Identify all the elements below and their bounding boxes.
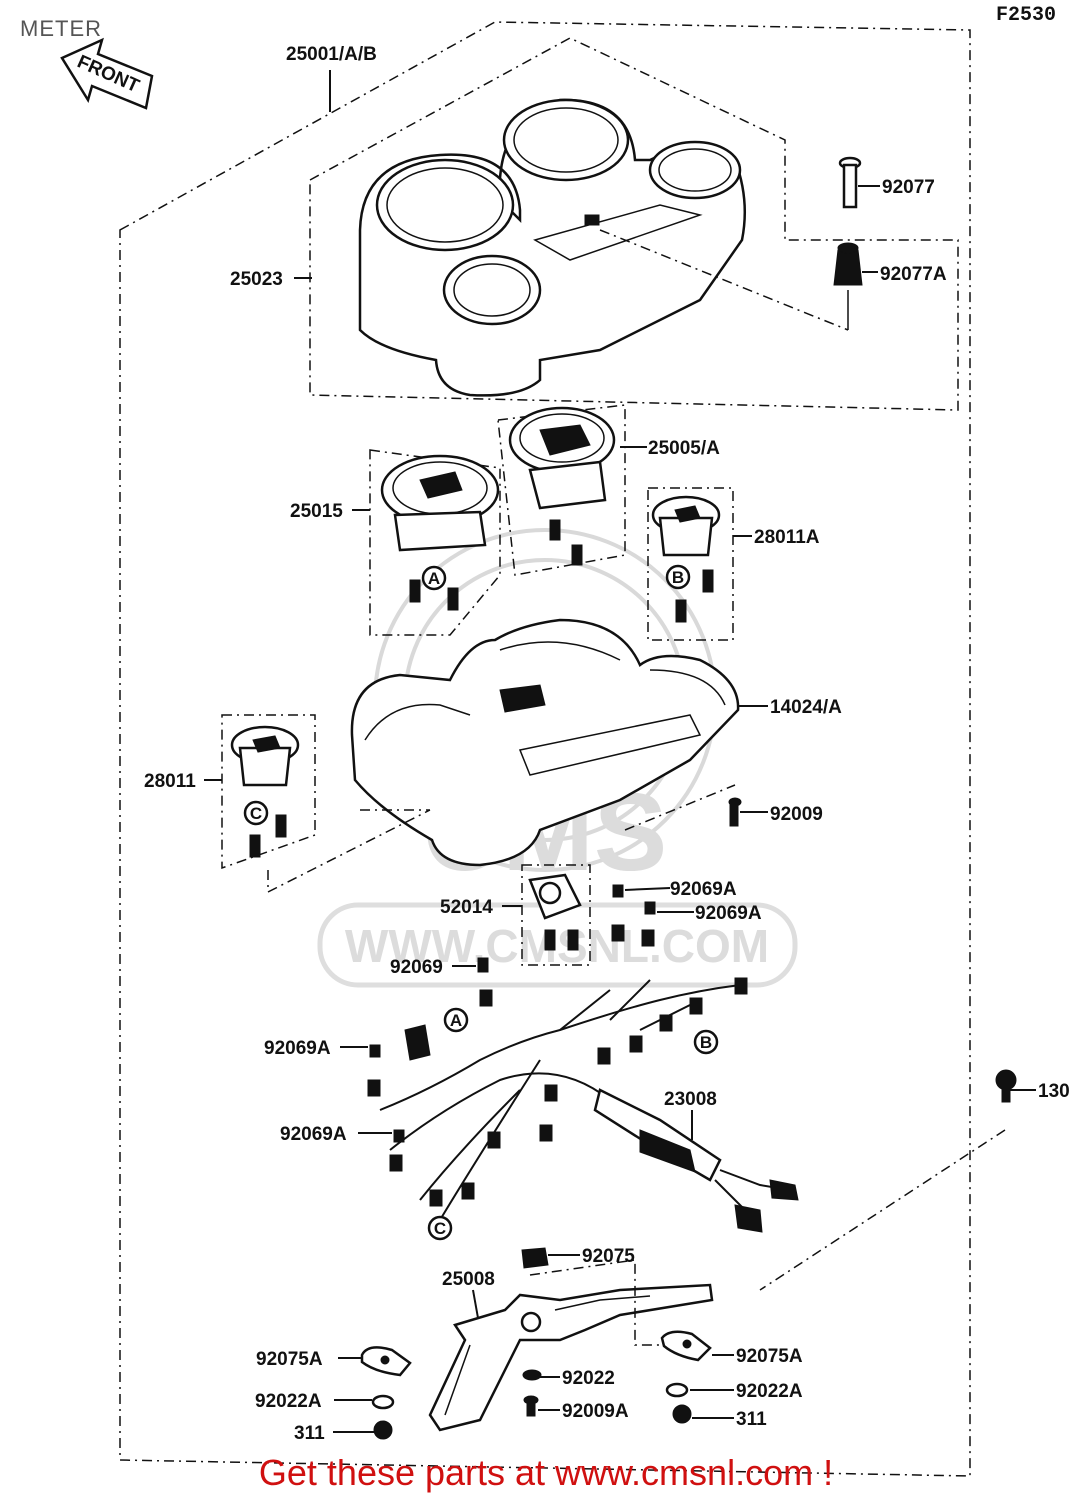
callout-b-harness: B [700,1033,712,1052]
callout-a-harness: A [450,1011,462,1030]
damper-92075 [521,1247,549,1269]
part-label: 25001/A/B [286,44,377,65]
part-label: 92022 [562,1368,615,1389]
part-label: 25023 [230,269,283,290]
collar-92022 [522,1369,542,1381]
callout-marks: A B C A B C [250,568,712,1238]
socket-52014 [521,864,591,966]
washer-92022A-right [665,1382,689,1398]
part-label: 130 [1038,1081,1070,1102]
part-label: 92077A [880,264,947,285]
leader-dash [599,229,849,331]
speedometer-25015 [369,449,501,636]
screw-92077 [838,156,862,209]
tachometer-25005A [497,404,626,576]
part-label: 92069A [264,1038,331,1059]
part-label: 52014 [440,897,493,918]
part-label: 28011A [754,527,820,548]
part-label: 92075 [582,1246,635,1267]
part-label: 92069 [390,957,443,978]
callout-b-gauge: B [672,568,684,587]
grommet-92077A [833,242,863,286]
nut-311-right [672,1404,692,1424]
assembly-outline [119,21,971,1477]
part-label: 311 [736,1409,767,1430]
part-label: 23008 [664,1089,717,1110]
meter-case-14024A [350,618,740,867]
part-label: 311 [294,1423,325,1444]
callout-a-speedometer: A [428,569,440,588]
figure-code: F2530 [996,4,1057,27]
callout-c-gauge: C [250,804,262,823]
screw-92009A [523,1395,539,1417]
part-label: 92022A [255,1391,322,1412]
part-label: 92069A [695,903,762,924]
front-arrow: FRONT [60,37,154,110]
screw-92009 [728,797,742,827]
damper-92075A-right [660,1330,712,1362]
part-label: 14024/A [770,697,842,718]
washer-92022A-left [371,1394,395,1410]
part-label: 92069A [280,1124,347,1145]
part-labels: 25001/A/B 92077 25023 92077A 25005/A 250… [144,44,1070,1444]
leader-lines [204,70,1036,1433]
part-label: 25008 [442,1269,495,1290]
part-label: 92069A [670,879,737,900]
bracket-25008 [428,1259,714,1432]
cmsnl-banner-link[interactable]: Get these parts at www.cmsnl.com ! [258,1452,834,1493]
part-label: 28011 [144,771,196,792]
part-label: 92022A [736,1381,803,1402]
part-label: 92009 [770,804,823,825]
page-title: METER [20,16,102,41]
part-label: 92077 [882,177,935,198]
damper-92075A-left [360,1346,412,1377]
part-label: 25015 [290,501,343,522]
nut-311-left [373,1420,393,1440]
gauge-28011 [221,714,431,894]
wiring-harness-23008 [367,884,799,1241]
watermark-url: WWW.CMSNL.COM [345,920,769,972]
cover-outline [309,37,959,411]
callout-c-harness: C [434,1219,446,1238]
meter-cover-25023 [358,98,746,397]
part-label: 92075A [256,1349,323,1370]
part-label: 25005/A [648,438,720,459]
gauge-28011A [647,487,734,641]
part-label: 92009A [562,1401,629,1422]
bolt-130 [759,1069,1017,1291]
part-label: 92075A [736,1346,803,1367]
